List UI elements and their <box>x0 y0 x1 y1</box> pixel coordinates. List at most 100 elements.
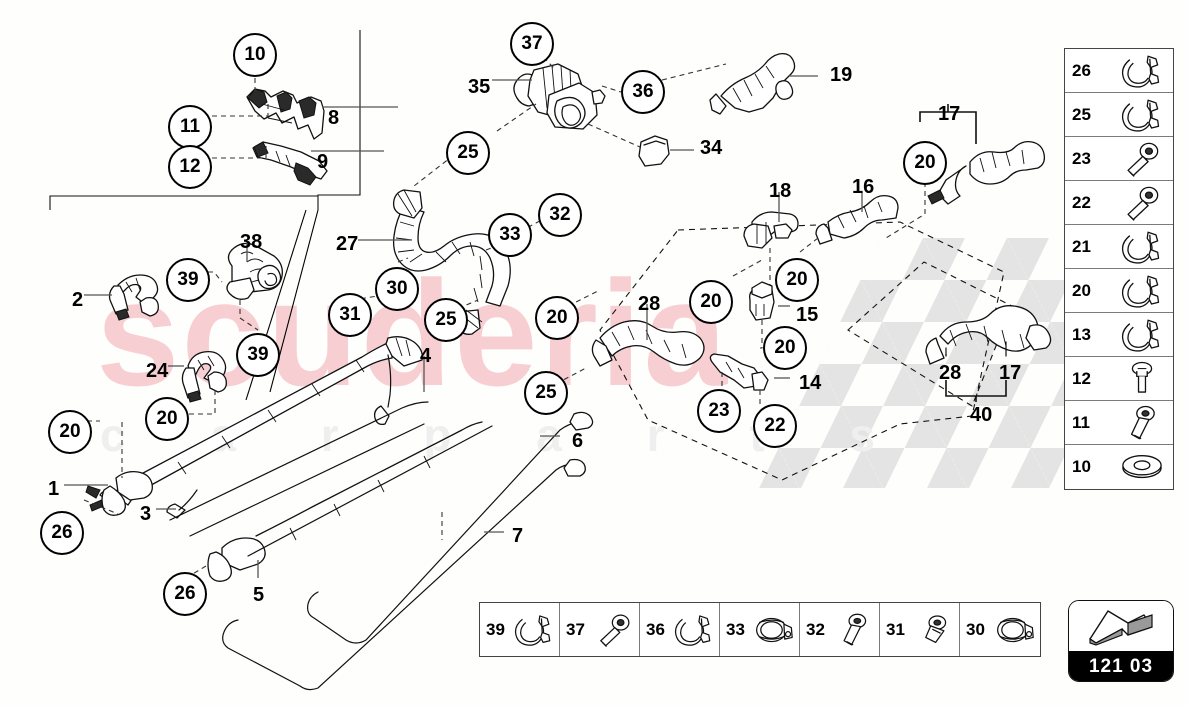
legend-row-10[interactable]: 10 <box>1065 445 1173 489</box>
legend-row-12[interactable]: 12 <box>1065 357 1173 401</box>
dash-36-right <box>661 63 727 81</box>
hose-clamp-icon <box>1110 313 1173 356</box>
callout-bubble-30[interactable]: 30 <box>375 267 419 311</box>
legend-number-31: 31 <box>886 619 905 639</box>
part-17-hose-top <box>927 140 1046 205</box>
part-label-18: 18 <box>769 180 792 202</box>
part-label-40: 40 <box>970 404 993 426</box>
callout-bubble-23[interactable]: 23 <box>697 389 741 433</box>
legend-cell-37[interactable]: 37 <box>560 603 640 656</box>
callout-bubble-37[interactable]: 37 <box>510 22 554 66</box>
callout-bubble-20[interactable]: 20 <box>903 141 947 185</box>
callout-bubble-33[interactable]: 33 <box>488 213 532 257</box>
legend-cell-33[interactable]: 33 <box>720 603 800 656</box>
legend-row-22[interactable]: 22 <box>1065 181 1173 225</box>
callout-bubble-20[interactable]: 20 <box>775 258 819 302</box>
dash-12 <box>194 146 267 159</box>
legend-number-33: 33 <box>726 619 745 639</box>
bottom-legend-panel: 39 37 36 33 <box>479 602 1041 657</box>
legend-cell-32[interactable]: 32 <box>800 603 880 656</box>
legend-row-21[interactable]: 21 <box>1065 225 1173 269</box>
part-35-valve-assembly <box>513 63 606 130</box>
legend-number-25: 25 <box>1072 104 1091 124</box>
part-28-hose <box>591 320 705 367</box>
legend-row-13[interactable]: 13 <box>1065 313 1173 357</box>
section-code-text: 121 03 <box>1069 651 1173 681</box>
part-label-1: 1 <box>48 478 60 500</box>
legend-number-23: 23 <box>1072 148 1091 168</box>
dash-20-17 <box>885 164 926 239</box>
callout-bubble-22[interactable]: 22 <box>753 404 797 448</box>
part-label-2: 2 <box>72 289 84 311</box>
callout-bubble-20[interactable]: 20 <box>689 280 733 324</box>
part-19-hose <box>709 52 796 115</box>
part-7-hose <box>222 458 586 691</box>
legend-row-11[interactable]: 11 <box>1065 401 1173 445</box>
bracket-17 <box>919 104 977 144</box>
part-34-seal <box>638 135 670 167</box>
hose-clamp-icon <box>1110 225 1173 268</box>
dash-11 <box>194 100 269 117</box>
part-label-19: 19 <box>830 64 853 86</box>
bolt-icon <box>1110 181 1173 224</box>
socket-screw-icon <box>829 603 879 656</box>
part-label-24: 24 <box>146 360 169 382</box>
callout-bubble-26[interactable]: 26 <box>163 572 207 616</box>
part-label-28: 28 <box>939 362 962 384</box>
legend-row-25[interactable]: 25 <box>1065 93 1173 137</box>
part-label-38: 38 <box>240 231 263 253</box>
callout-bubble-39[interactable]: 39 <box>236 333 280 377</box>
legend-number-21: 21 <box>1072 236 1091 256</box>
part-label-9: 9 <box>317 151 329 173</box>
section-icon <box>1069 601 1173 651</box>
hose-clamp-icon <box>509 603 559 656</box>
legend-number-12: 12 <box>1072 368 1091 388</box>
callout-bubble-39[interactable]: 39 <box>166 258 210 302</box>
part-label-5: 5 <box>253 584 265 606</box>
callout-bubble-20[interactable]: 20 <box>48 410 92 454</box>
hose-strands <box>169 401 493 557</box>
legend-cell-30[interactable]: 30 <box>960 603 1040 656</box>
callout-bubble-26[interactable]: 26 <box>40 511 84 555</box>
part-label-35: 35 <box>468 76 491 98</box>
inset-frame-bracket-group <box>49 30 361 210</box>
part-18-connector <box>743 211 799 249</box>
part-15-sensor <box>749 281 775 321</box>
callout-bubble-20[interactable]: 20 <box>763 326 807 370</box>
legend-row-20[interactable]: 20 <box>1065 269 1173 313</box>
part-label-27: 27 <box>336 233 359 255</box>
part-14-sensor <box>709 353 769 391</box>
callout-bubble-10[interactable]: 10 <box>233 33 277 77</box>
callout-bubble-25[interactable]: 25 <box>424 298 468 342</box>
legend-cell-36[interactable]: 36 <box>640 603 720 656</box>
callout-bubble-12[interactable]: 12 <box>168 145 212 189</box>
part-40-assembly <box>925 305 1052 365</box>
legend-number-22: 22 <box>1072 192 1091 212</box>
short-bolt-icon <box>909 603 959 656</box>
part-label-7: 7 <box>512 525 524 547</box>
part-label-8: 8 <box>328 107 340 129</box>
callout-bubble-25[interactable]: 25 <box>524 371 568 415</box>
legend-cell-31[interactable]: 31 <box>880 603 960 656</box>
callout-bubble-20[interactable]: 20 <box>145 397 189 441</box>
legend-row-26[interactable]: 26 <box>1065 49 1173 93</box>
legend-number-39: 39 <box>486 619 505 639</box>
part-38-thermostat <box>226 242 283 300</box>
right-legend-panel: 26 25 23 22 21 <box>1064 48 1174 490</box>
screw-icon <box>1110 357 1173 400</box>
legend-row-23[interactable]: 23 <box>1065 137 1173 181</box>
legend-number-20: 20 <box>1072 280 1091 300</box>
callout-bubble-31[interactable]: 31 <box>328 293 372 337</box>
callout-bubble-25[interactable]: 25 <box>446 131 490 175</box>
callout-bubble-36[interactable]: 36 <box>621 70 665 114</box>
part-24-hose <box>181 350 227 403</box>
legend-number-10: 10 <box>1072 457 1091 476</box>
callout-bubble-20[interactable]: 20 <box>535 296 579 340</box>
band-clamp-icon <box>749 603 799 656</box>
legend-cell-39[interactable]: 39 <box>480 603 560 656</box>
part-16-hose <box>815 194 899 245</box>
callout-bubble-11[interactable]: 11 <box>168 105 212 149</box>
part-5-hose <box>207 421 483 582</box>
callout-bubble-32[interactable]: 32 <box>538 193 582 237</box>
